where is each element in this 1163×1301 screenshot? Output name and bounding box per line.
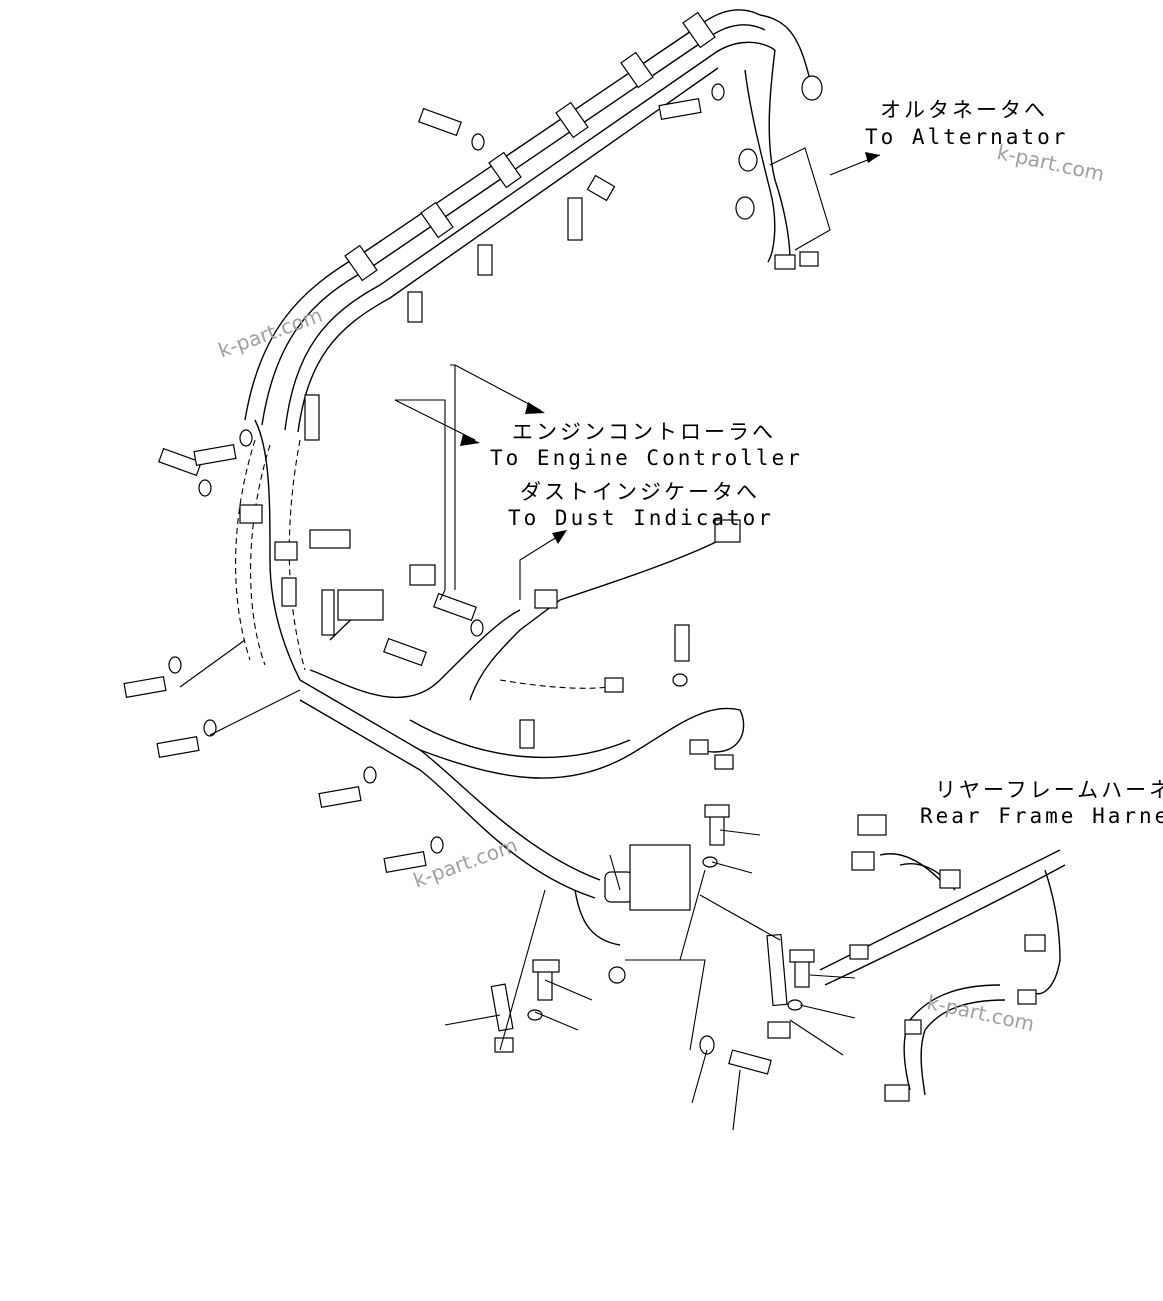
main-harness-bundle: [235, 9, 776, 671]
rear-frame-harness-label-jp: リヤーフレームハーネス: [935, 778, 1163, 802]
left-clamps-bolts: [123, 394, 444, 874]
central-harness: [299, 364, 745, 899]
rear-frame-harness-label-en: Rear Frame Harness: [920, 804, 1163, 828]
alternator-branch: [735, 14, 881, 270]
engine-controller-label-jp: エンジンコントローラへ: [512, 420, 776, 444]
rear-frame-harness: [819, 814, 1066, 1102]
alternator-label-en: To Alternator: [865, 125, 1069, 149]
engine-controller-label-en: To Engine Controller: [490, 446, 803, 470]
dust-indicator-label-en: To Dust Indicator: [508, 506, 774, 530]
alternator-label-jp: オルタネータへ: [880, 98, 1048, 122]
bolt-group-top: [407, 83, 725, 323]
dust-indicator-label-jp: ダストインジケータへ: [520, 480, 760, 504]
lower-brackets: [444, 804, 856, 1131]
